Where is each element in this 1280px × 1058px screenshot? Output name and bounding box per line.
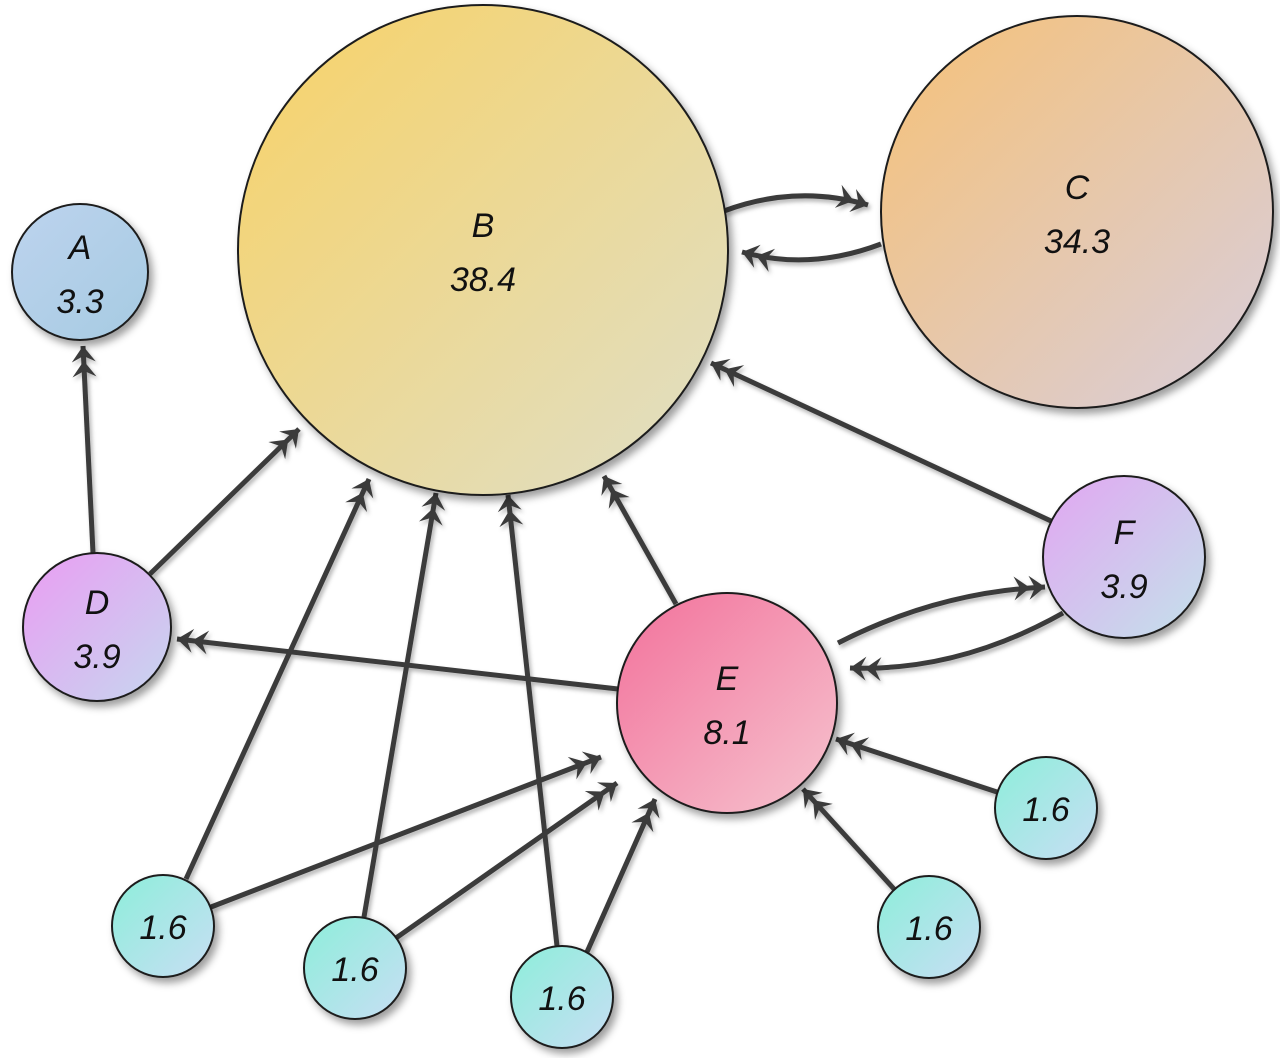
edge-F-B-arrow: [709, 358, 1053, 524]
node-G2-circle: [303, 916, 407, 1020]
edge-G5-E-arrow: [835, 732, 998, 795]
node-B-circle: [237, 4, 729, 496]
edge-C-B-arrow: [741, 241, 882, 272]
edge-layer: [71, 184, 1065, 954]
edge-G1-B-arrow: [183, 477, 374, 881]
node-A-circle: [11, 203, 149, 341]
edge-G4-E-arrow: [801, 787, 896, 891]
node-C-circle: [880, 15, 1274, 409]
edge-E-F-arrow: [836, 575, 1046, 646]
node-D-circle: [22, 552, 172, 702]
edge-G2-E-arrow: [394, 780, 619, 941]
node-G3-circle: [510, 945, 614, 1049]
edge-D-A-arrow: [71, 345, 97, 554]
node-layer: [11, 4, 1274, 1049]
node-F-circle: [1042, 475, 1206, 639]
edge-F-E-arrow: [849, 610, 1065, 682]
edge-B-C-arrow: [723, 184, 869, 214]
node-G4-circle: [877, 875, 981, 979]
edge-E-D-arrow: [176, 628, 619, 692]
node-E-circle: [616, 592, 838, 814]
edge-G3-E-arrow: [584, 797, 660, 954]
edge-G2-B-arrow: [361, 492, 446, 918]
node-G1-circle: [111, 874, 215, 978]
edge-D-B-arrow: [148, 427, 301, 576]
edge-E-B-arrow: [601, 474, 679, 606]
node-G5-circle: [994, 756, 1098, 860]
edge-G1-E-arrow: [210, 751, 602, 910]
edge-G3-B-arrow: [497, 494, 560, 947]
